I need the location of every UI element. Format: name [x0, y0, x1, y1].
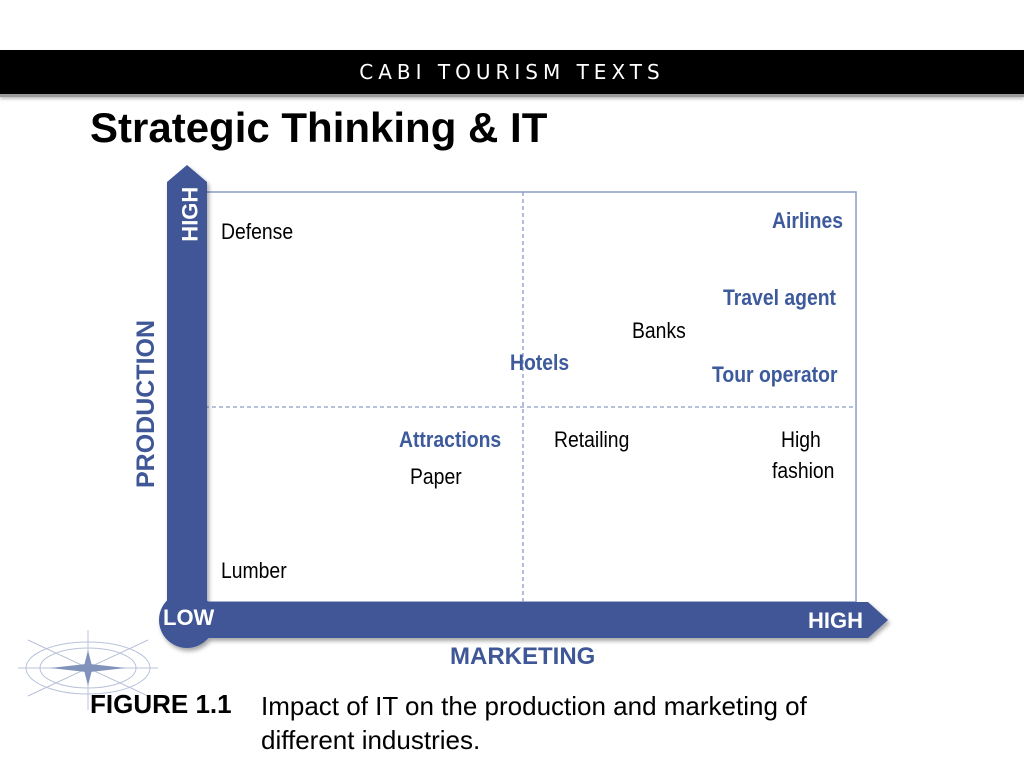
- item-attractions: Attractions: [399, 427, 502, 452]
- item-hotels: Hotels: [510, 350, 570, 375]
- compass-rose-icon: [18, 630, 158, 710]
- item-tour-operator: Tour operator: [712, 362, 838, 387]
- item-defense: Defense: [221, 219, 294, 244]
- axis-origin: [159, 592, 215, 648]
- item-banks: Banks: [632, 318, 686, 343]
- matrix-frame: [204, 191, 857, 603]
- item-paper: Paper: [410, 464, 462, 489]
- header-banner: CABI TOURISM TEXTS: [0, 50, 1024, 97]
- x-axis-low-label: LOW: [163, 605, 215, 630]
- y-axis-title: PRODUCTION: [132, 319, 161, 489]
- x-axis-high-label: HIGH: [808, 608, 863, 633]
- x-axis-title: MARKETING: [450, 643, 596, 670]
- x-axis-arrow: [187, 602, 888, 638]
- y-axis-arrow: [167, 165, 207, 620]
- item-lumber: Lumber: [221, 558, 287, 583]
- slide-title: Strategic Thinking & IT: [90, 104, 548, 151]
- y-axis-high-label: HIGH: [177, 186, 203, 242]
- item-high-fashion-line2: fashion: [772, 458, 835, 483]
- item-travel-agent: Travel agent: [723, 285, 836, 310]
- caption-text: Impact of IT on the production and marke…: [261, 691, 807, 755]
- caption-label: FIGURE 1.1: [90, 689, 232, 719]
- item-retailing: Retailing: [554, 427, 630, 452]
- item-airlines: Airlines: [772, 208, 844, 233]
- item-high-fashion-line1: High: [781, 427, 821, 452]
- banner-text: CABI TOURISM TEXTS: [359, 60, 665, 84]
